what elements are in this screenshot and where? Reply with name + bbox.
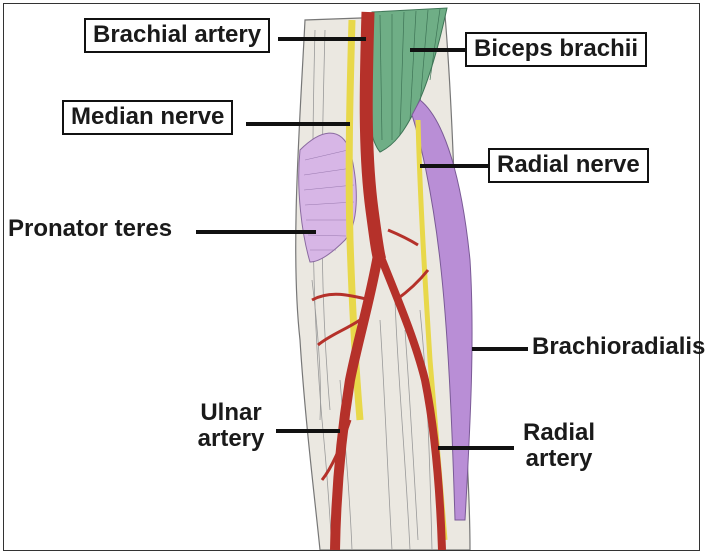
label-brachioradialis: Brachioradialis — [532, 334, 705, 360]
leader-biceps-brachii — [410, 48, 466, 52]
leader-brachial-artery — [278, 37, 366, 41]
leader-pronator-teres — [196, 230, 316, 234]
label-median-nerve: Median nerve — [62, 100, 233, 135]
leader-radial-nerve — [420, 164, 488, 168]
label-radial-artery-line2: artery — [512, 446, 606, 472]
leader-brachioradialis — [472, 347, 528, 351]
label-brachial-artery: Brachial artery — [84, 18, 270, 53]
label-pronator-teres: Pronator teres — [8, 216, 172, 242]
label-radial-artery: Radial artery — [512, 420, 606, 473]
label-ulnar-artery-line1: Ulnar — [186, 400, 276, 426]
label-biceps-brachii: Biceps brachii — [465, 32, 647, 67]
label-ulnar-artery: Ulnar artery — [186, 400, 276, 453]
label-radial-nerve: Radial nerve — [488, 148, 649, 183]
leader-radial-artery — [438, 446, 514, 450]
label-radial-artery-line1: Radial — [512, 420, 606, 446]
leader-ulnar-artery — [276, 429, 340, 433]
label-ulnar-artery-line2: artery — [186, 426, 276, 452]
leader-median-nerve — [246, 122, 350, 126]
